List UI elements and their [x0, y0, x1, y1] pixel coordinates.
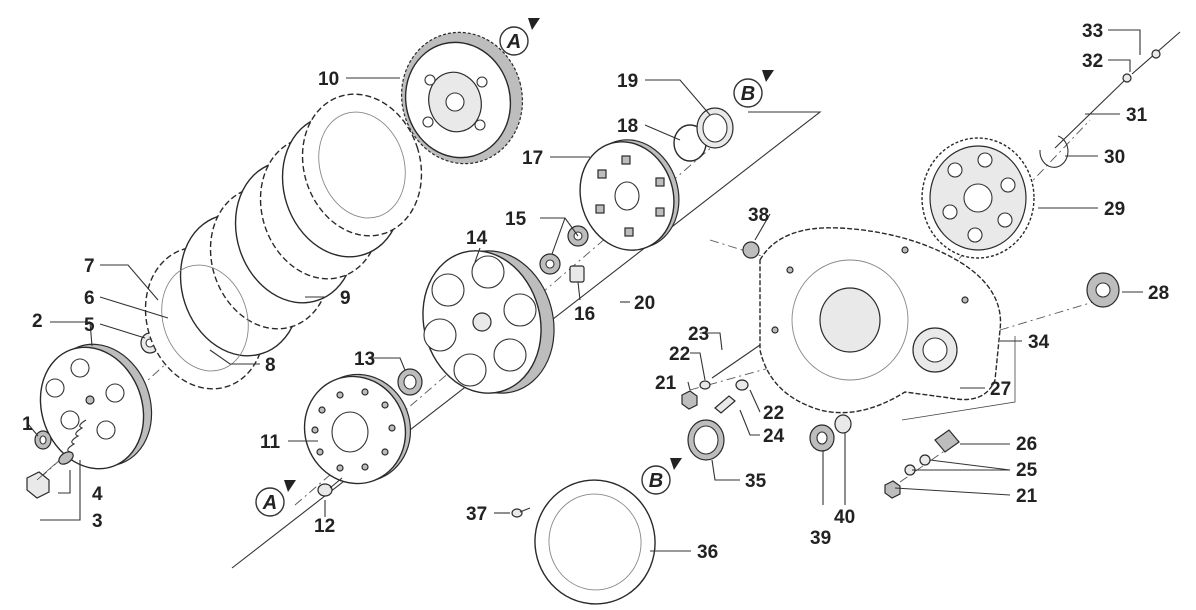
fasteners-25-26 [884, 429, 960, 499]
part-number: 24 [763, 426, 785, 447]
circlip-30 [1039, 135, 1069, 168]
part-number: 35 [745, 471, 767, 492]
bushing-13 [397, 368, 423, 396]
leader-lines [27, 29, 1143, 552]
callout-b-bottom: B [641, 458, 682, 495]
part-number: 21 [655, 373, 677, 394]
part-number: 11 [260, 432, 281, 453]
part-number: 6 [84, 288, 95, 309]
pushrod-31-33 [1054, 31, 1181, 149]
part-number: 2 [32, 311, 43, 332]
part-number: 25 [1016, 460, 1038, 481]
callout-a-bottom: A [255, 480, 296, 517]
part-number: 17 [522, 148, 543, 169]
callout-label: A [506, 31, 521, 53]
clutch-basket-gear [400, 31, 524, 165]
bearing-28 [1086, 272, 1120, 308]
part-number: 8 [265, 355, 276, 376]
part-number: 5 [84, 315, 95, 336]
part-number: 26 [1016, 434, 1037, 455]
part-number: 1 [22, 414, 33, 435]
disc-17 [579, 139, 680, 251]
part-number: 9 [340, 288, 351, 309]
callout-a-top: A [499, 18, 540, 56]
part-number: 10 [318, 69, 339, 90]
part-number: 31 [1126, 105, 1148, 126]
clutch-hub-14 [422, 250, 555, 394]
part-number: 16 [574, 304, 595, 325]
part-number: 39 [810, 528, 831, 549]
part-number: 4 [92, 484, 103, 505]
part-number: 22 [763, 403, 784, 424]
callout-b-top: B [733, 70, 774, 108]
part-number: 40 [834, 507, 855, 528]
clutch-plates [144, 93, 423, 390]
callout-label: A [262, 492, 277, 514]
panel-divider [231, 111, 1016, 569]
part-number: 13 [354, 349, 375, 370]
bushing-16 [569, 265, 585, 283]
part-number: 30 [1104, 147, 1125, 168]
callout-label: B [649, 470, 663, 492]
part-number: 28 [1148, 283, 1169, 304]
bolt-3 [26, 463, 56, 499]
part-number: 20 [634, 293, 655, 314]
part-number: 7 [84, 256, 95, 277]
cover-ring-36 [534, 479, 656, 605]
part-number: 33 [1082, 21, 1103, 42]
screw-12 [317, 477, 343, 497]
pressure-plate-11 [303, 373, 412, 485]
screw-37 [511, 507, 531, 518]
part-number: 27 [990, 379, 1011, 400]
part-number-labels: 1 2 3 4 5 6 7 8 9 10 11 12 13 14 15 16 1… [22, 21, 1169, 563]
part-number: 18 [617, 116, 638, 137]
part-number: 19 [617, 71, 638, 92]
part-number: 21 [1016, 486, 1038, 507]
seal-ring-35 [687, 419, 725, 461]
part-number: 36 [697, 542, 718, 563]
part-number: 29 [1104, 199, 1125, 220]
part-number: 32 [1082, 51, 1103, 72]
part-number: 14 [466, 228, 488, 249]
spring-4 [58, 419, 87, 465]
gear-29 [921, 137, 1035, 259]
cover-plate [39, 343, 153, 470]
rings-18-19 [673, 107, 734, 162]
part-number: 12 [314, 516, 335, 537]
part-number: 38 [748, 205, 769, 226]
part-number: 23 [688, 324, 709, 345]
part-number: 3 [92, 511, 103, 532]
part-number: 37 [466, 504, 487, 525]
part-number: 22 [669, 344, 690, 365]
part-number: 34 [1028, 332, 1050, 353]
plug-38 [742, 241, 760, 259]
seal-39-40 [809, 414, 852, 452]
engine-cover-34 [759, 227, 1002, 414]
callout-label: B [741, 83, 755, 105]
fasteners-21-24 [681, 344, 761, 414]
part-number: 15 [505, 209, 527, 230]
washer-1 [34, 430, 52, 450]
